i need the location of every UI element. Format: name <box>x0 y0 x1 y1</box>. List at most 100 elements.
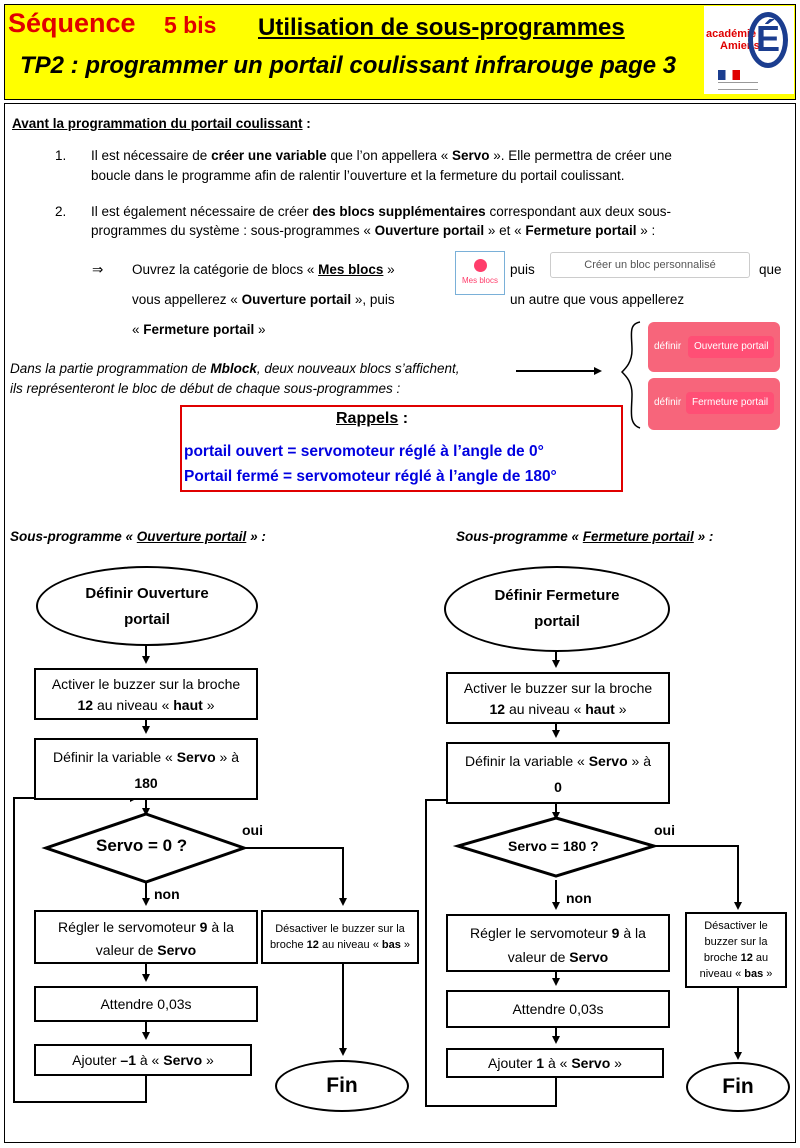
t: Régler le servomoteur 9 à la <box>448 921 668 945</box>
t: Définir la variable « Servo » à <box>448 748 668 774</box>
step-line3: « Fermeture portail » <box>132 321 266 339</box>
academie-logo: académie Amiens É <box>704 6 794 94</box>
t: valeur de Servo <box>448 945 668 969</box>
mblock-note-line2: ils représenteront le bloc de début de c… <box>10 381 401 396</box>
right-oui-label: oui <box>654 822 675 838</box>
t: » : <box>693 529 714 544</box>
sequence-number: 5 bis <box>164 12 217 38</box>
left-buzzer-off-box: Désactiver le buzzer sur la broche 12 au… <box>261 910 419 964</box>
step-line1: Ouvrez la catégorie de blocs « Mes blocs… <box>132 261 395 279</box>
t: Mblock <box>210 361 257 376</box>
t: Servo <box>176 749 216 765</box>
t: Ouvrez la catégorie de blocs « <box>132 262 319 277</box>
left-buzzer-on-box: Activer le buzzer sur la broche 12 au ni… <box>34 668 258 720</box>
t: valeur de <box>95 942 158 958</box>
t: : <box>398 410 409 427</box>
logo-caption <box>718 82 758 90</box>
t: ». Elle permettra de créer une <box>489 148 672 163</box>
t: Sous-programme « <box>10 529 137 544</box>
t: » : <box>636 223 656 238</box>
puis-text: puis <box>510 262 535 277</box>
t: Désactiver le <box>704 920 768 932</box>
content-frame <box>4 103 796 1143</box>
left-heading: Sous-programme « Ouverture portail » : <box>10 528 266 546</box>
t: Dans la partie programmation de <box>10 361 211 376</box>
right-wait-box: Attendre 0,03s <box>446 990 670 1028</box>
logo-line1: académie <box>706 28 757 40</box>
t: valeur de <box>507 949 570 965</box>
t: , deux nouveaux blocs s’affichent, <box>256 361 460 376</box>
t: à la <box>619 925 646 941</box>
t: Ajouter <box>488 1055 537 1071</box>
t: » <box>400 939 411 951</box>
left-servo-box: Régler le servomoteur 9 à la valeur de S… <box>34 910 258 964</box>
right-end-oval: Fin <box>686 1062 790 1112</box>
t: Ouverture portail <box>241 292 352 307</box>
t: » <box>763 968 773 980</box>
left-add-box: Ajouter –1 à « Servo » <box>34 1044 252 1076</box>
sequence-label: Séquence <box>8 8 136 38</box>
step-line2-end: un autre que vous appellerez <box>510 292 685 307</box>
t: Servo <box>163 1052 203 1068</box>
t: Servo <box>588 753 628 769</box>
right-set-variable-box: Définir la variable « Servo » à 0 <box>446 742 670 804</box>
t: » <box>614 701 627 717</box>
french-flag-icon <box>718 70 740 80</box>
t: 1 <box>536 1055 545 1071</box>
left-decision-diamond <box>41 812 249 884</box>
t: 9 <box>199 919 208 935</box>
t: » <box>383 262 395 277</box>
item1-line1: Il est nécessaire de créer une variable … <box>91 147 672 165</box>
step-line2: vous appellerez « Ouverture portail », p… <box>132 291 395 309</box>
page-subtitle: TP2 : programmer un portail coulissant i… <box>20 52 677 79</box>
t: niveau « <box>699 968 745 980</box>
t: niveau « bas » <box>687 966 785 982</box>
t: broche 12 au <box>687 950 785 966</box>
t: 9 <box>611 925 620 941</box>
right-servo-box: Régler le servomoteur 9 à la valeur de S… <box>446 914 670 972</box>
left-wait-box: Attendre 0,03s <box>34 986 258 1022</box>
t: Mes blocs <box>318 262 384 277</box>
mes-blocs-dot-icon <box>474 259 487 272</box>
t: », puis <box>351 292 395 307</box>
right-add-box: Ajouter 1 à « Servo » <box>446 1048 664 1078</box>
logo-ring <box>748 12 788 68</box>
t: Servo <box>571 1055 611 1071</box>
left-end-oval: Fin <box>275 1060 409 1112</box>
rappels-line1: portail ouvert = servomoteur réglé à l’a… <box>184 443 544 460</box>
rappels-title: Rappels : <box>336 410 408 428</box>
left-start-oval: Définir Ouverture portail <box>36 566 258 646</box>
t: au niveau « <box>318 939 382 951</box>
t: » <box>610 1055 622 1071</box>
t: programmes du système : sous-programmes … <box>91 223 375 238</box>
t: Fermeture portail <box>582 529 694 544</box>
left-decision-label: Servo = 0 ? <box>96 836 188 855</box>
page-title: Utilisation de sous-programmes <box>258 14 625 41</box>
item2-line1: Il est également nécessaire de créer des… <box>91 203 671 221</box>
right-start-line1: Définir Fermeture <box>494 587 620 604</box>
t: buzzer sur la <box>704 936 768 948</box>
right-start-line2: portail <box>534 613 580 630</box>
header-banner <box>4 4 796 100</box>
t: bas <box>744 968 764 980</box>
t: au niveau « <box>505 701 586 717</box>
t: haut <box>173 697 203 713</box>
t: broche <box>703 952 741 964</box>
t: Définir la variable « <box>52 749 177 765</box>
t: Il est nécessaire de <box>91 148 212 163</box>
define-closing-block: définir Fermeture portail <box>648 378 780 430</box>
define-name: Ouverture portail <box>688 336 775 358</box>
t: Régler le servomoteur <box>470 925 612 941</box>
define-name: Fermeture portail <box>686 392 775 414</box>
left-start-line1: Définir Ouverture <box>85 585 209 602</box>
create-block-button[interactable]: Créer un bloc personnalisé <box>550 252 750 278</box>
t: haut <box>585 701 615 717</box>
t: » <box>202 697 215 713</box>
mblock-note-line1: Dans la partie programmation de Mblock, … <box>10 360 460 378</box>
mes-blocs-button[interactable]: Mes blocs <box>455 251 505 295</box>
logo-letter: É <box>756 18 781 59</box>
item1-line2: boucle dans le programme afin de ralenti… <box>91 168 625 183</box>
t: correspondant aux deux sous- <box>485 204 672 219</box>
t: vous appellerez « <box>132 292 242 307</box>
t: 0 <box>554 779 562 795</box>
